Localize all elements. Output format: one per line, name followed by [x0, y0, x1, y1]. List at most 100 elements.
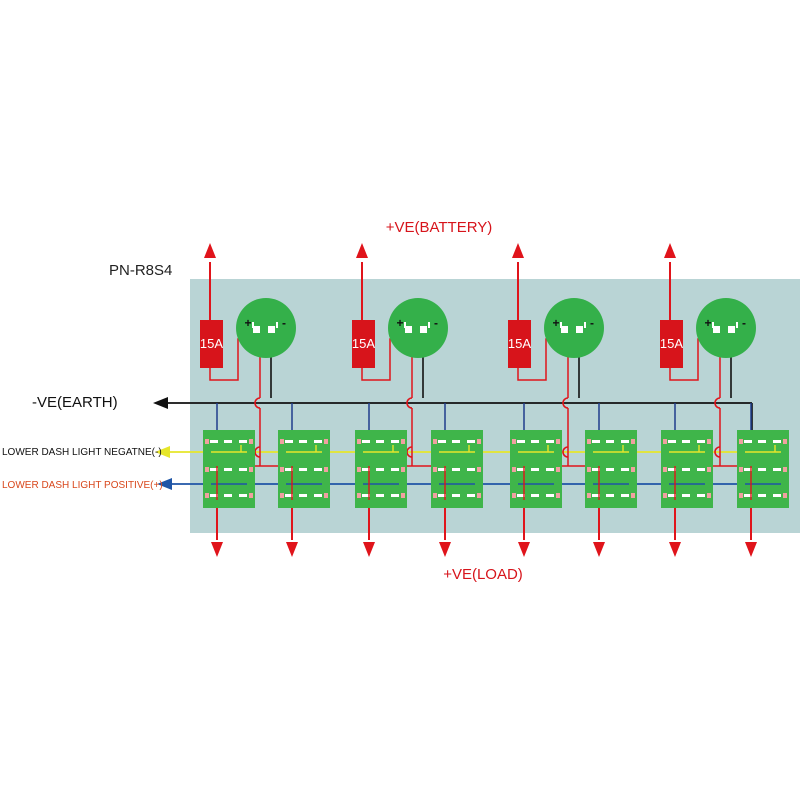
switch-led — [280, 439, 284, 444]
switch-terminal — [362, 440, 370, 443]
breaker-terminal — [560, 322, 562, 328]
breaker-terminal — [253, 326, 260, 333]
switch-terminal — [697, 494, 705, 497]
switch-led — [324, 493, 328, 498]
dash-positive-arrow — [157, 478, 172, 490]
switch-terminal — [438, 494, 446, 497]
switch-led — [357, 439, 361, 444]
fuse-rating: 15A — [352, 336, 375, 351]
switch-terminal — [682, 494, 690, 497]
battery-arrow — [356, 243, 368, 258]
switch-terminal — [299, 468, 307, 471]
switch-led — [433, 493, 437, 498]
load-arrow — [211, 542, 223, 557]
switch-terminal — [668, 494, 676, 497]
switch-terminal — [391, 440, 399, 443]
fuse — [660, 320, 683, 368]
switch-terminal — [621, 440, 629, 443]
switch-terminal — [592, 440, 600, 443]
switch-led — [512, 467, 516, 472]
battery-arrow — [204, 243, 216, 258]
switch-terminal — [467, 440, 475, 443]
switch-terminal — [239, 468, 247, 471]
switch-terminal — [517, 494, 525, 497]
switch-terminal — [438, 468, 446, 471]
switch-terminal — [531, 440, 539, 443]
breaker-terminal — [420, 326, 427, 333]
model-label: PN-R8S4 — [109, 262, 172, 279]
switch-led — [433, 467, 437, 472]
switch-terminal — [210, 494, 218, 497]
switch-led — [556, 467, 560, 472]
minus-sign: - — [742, 316, 746, 330]
wire-hop — [714, 397, 721, 409]
load-label: +VE(LOAD) — [443, 566, 523, 583]
dash-negative-arrow — [155, 446, 170, 458]
breaker-terminal — [713, 326, 720, 333]
circuit-breaker — [544, 298, 604, 358]
minus-sign: - — [434, 316, 438, 330]
earth-arrow — [153, 397, 168, 409]
switch-led — [631, 439, 635, 444]
switch-led — [556, 439, 560, 444]
wires-front — [211, 445, 781, 500]
switch-led — [663, 493, 667, 498]
wire-hop — [562, 446, 569, 458]
switch-terminal — [452, 440, 460, 443]
switch-terminal — [744, 494, 752, 497]
arrows — [153, 243, 757, 557]
switch-terminal — [467, 468, 475, 471]
switch-led — [783, 493, 787, 498]
switch-led — [512, 493, 516, 498]
load-arrow — [745, 542, 757, 557]
load-arrow — [363, 542, 375, 557]
switch-terminal — [314, 494, 322, 497]
switch-led — [477, 493, 481, 498]
breaker-terminal — [428, 322, 430, 328]
switch-led — [739, 467, 743, 472]
wire-hop — [406, 397, 413, 409]
fuse-rating: 15A — [508, 336, 531, 351]
switch-terminal — [239, 494, 247, 497]
minus-sign: - — [282, 316, 286, 330]
breaker-terminal — [728, 326, 735, 333]
switch-terminal — [592, 468, 600, 471]
wire-hop — [406, 446, 413, 458]
plus-sign: + — [244, 316, 251, 330]
breaker-terminal — [576, 326, 583, 333]
switch-led — [205, 467, 209, 472]
switch-terminal — [376, 468, 384, 471]
circuit-breaker — [388, 298, 448, 358]
switch-terminal — [697, 440, 705, 443]
switch-led — [587, 493, 591, 498]
switch-terminal — [224, 494, 232, 497]
switch-terminal — [773, 440, 781, 443]
breaker-terminal — [736, 322, 738, 328]
switch-led — [357, 493, 361, 498]
switch-led — [631, 493, 635, 498]
switch-terminal — [239, 440, 247, 443]
switch-terminal — [592, 494, 600, 497]
switch-led — [280, 493, 284, 498]
plus-sign: + — [396, 316, 403, 330]
switch-terminal — [362, 468, 370, 471]
circuit-breaker — [696, 298, 756, 358]
switch-led — [739, 493, 743, 498]
switch-terminal — [299, 494, 307, 497]
wire-hop — [254, 397, 261, 409]
switch-led — [401, 467, 405, 472]
switch-led — [280, 467, 284, 472]
switch-led — [783, 467, 787, 472]
dash-positive-label: LOWER DASH LIGHT POSITIVE(+) — [2, 480, 163, 491]
switch-terminal — [517, 468, 525, 471]
breaker-terminal — [405, 326, 412, 333]
switch-led — [587, 439, 591, 444]
switch-terminal — [758, 440, 766, 443]
switch-terminal — [546, 440, 554, 443]
switch-led — [512, 439, 516, 444]
switch-terminal — [517, 440, 525, 443]
breaker-terminal — [268, 326, 275, 333]
switch-terminal — [531, 494, 539, 497]
